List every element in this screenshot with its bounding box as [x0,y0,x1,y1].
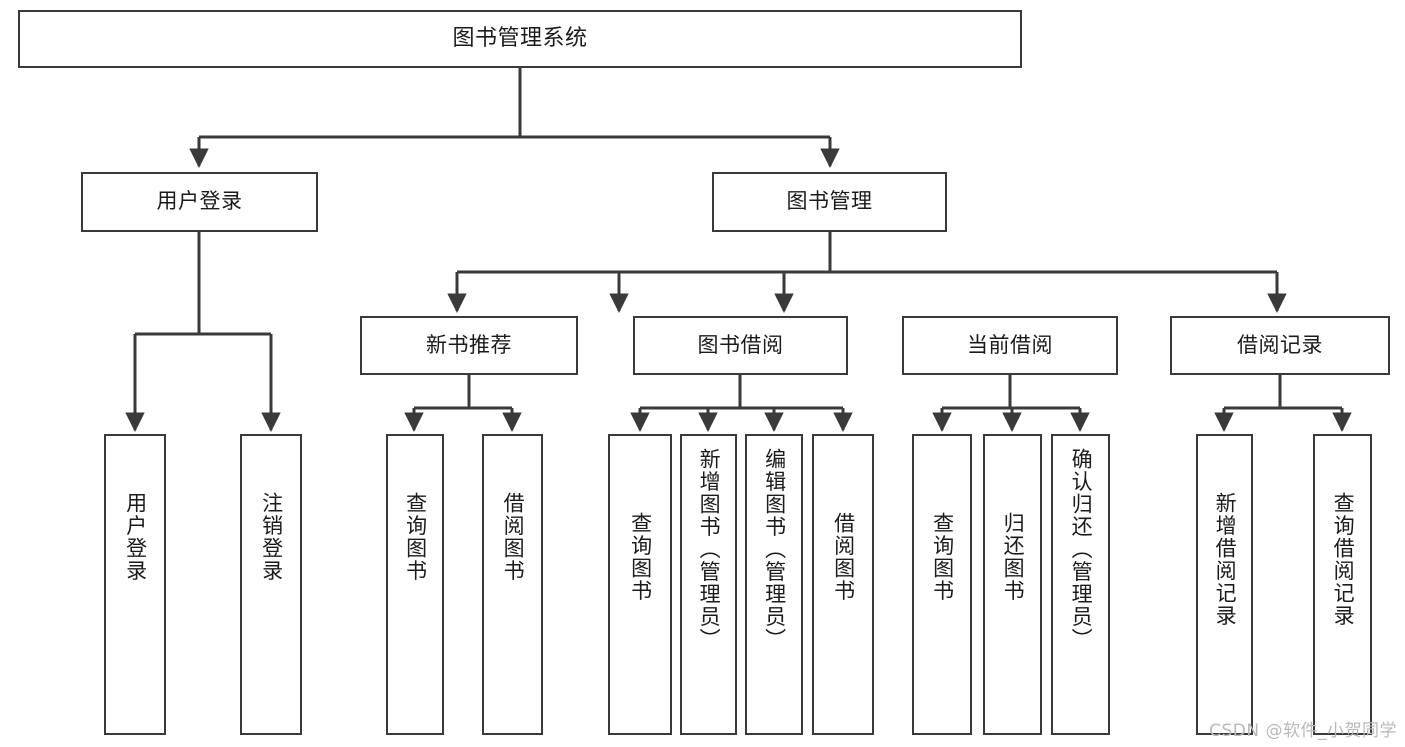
leaf-query-book-borrow[interactable]: 查询图书 [608,434,672,735]
leaf-query-book-current[interactable]: 查询图书 [912,434,972,735]
node-label: 借阅记录 [1237,332,1323,357]
node-new-book-recommend[interactable]: 新书推荐 [360,316,578,375]
node-book-management[interactable]: 图书管理 [712,172,947,232]
node-label: 借阅图书 [501,492,526,582]
node-label: 查询图书 [930,512,955,602]
leaf-user-login[interactable]: 用户登录 [104,434,166,735]
node-user-login[interactable]: 用户登录 [81,172,318,232]
node-label: 确认归还（管理员） [1069,448,1094,651]
node-label: 用户登录 [123,492,148,582]
leaf-borrow-book[interactable]: 借阅图书 [812,434,874,735]
leaf-query-book-recommend[interactable]: 查询图书 [386,434,444,735]
node-label: 图书管理 [786,189,873,214]
node-label: 查询图书 [628,512,653,602]
node-label: 归还图书 [1001,512,1026,602]
node-label: 新增借阅记录 [1213,492,1238,627]
leaf-borrow-book-recommend[interactable]: 借阅图书 [482,434,543,735]
node-label: 查询图书 [403,492,428,582]
node-label: 编辑图书（管理员） [762,448,787,651]
leaf-confirm-return-admin[interactable]: 确认归还（管理员） [1051,434,1110,735]
leaf-add-book-admin[interactable]: 新增图书（管理员） [680,434,737,735]
node-borrow-records[interactable]: 借阅记录 [1170,316,1390,375]
node-current-borrow[interactable]: 当前借阅 [902,316,1118,375]
leaf-query-borrow-record[interactable]: 查询借阅记录 [1313,434,1372,735]
leaf-logout[interactable]: 注销登录 [240,434,302,735]
node-label: 查询借阅记录 [1331,492,1356,627]
node-label: 新书推荐 [426,332,512,357]
leaf-edit-book-admin[interactable]: 编辑图书（管理员） [745,434,803,735]
node-label: 图书管理系统 [452,25,588,51]
leaf-return-book[interactable]: 归还图书 [983,434,1042,735]
csdn-watermark: CSDN @软件_小贺同学 [1209,721,1397,741]
leaf-add-borrow-record[interactable]: 新增借阅记录 [1196,434,1253,735]
node-label: 图书借阅 [697,332,784,357]
node-label: 借阅图书 [831,512,856,602]
node-label: 注销登录 [259,492,284,582]
node-label: 新增图书（管理员） [697,448,722,651]
node-book-borrow[interactable]: 图书借阅 [633,316,848,375]
node-label: 当前借阅 [967,332,1053,357]
node-root-system[interactable]: 图书管理系统 [18,10,1022,68]
node-label: 用户登录 [156,189,243,214]
